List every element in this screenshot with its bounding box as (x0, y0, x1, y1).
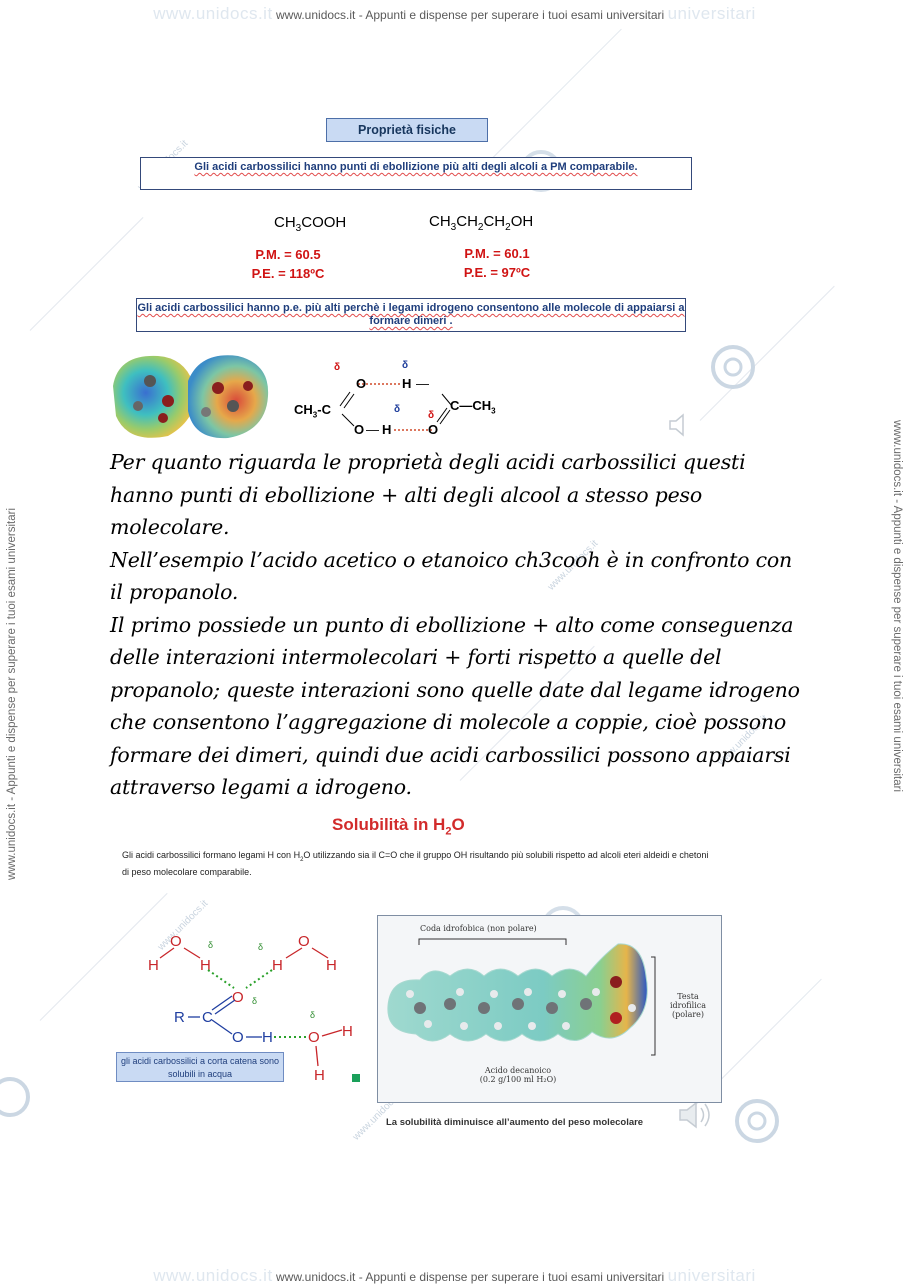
svg-text:H: H (314, 1067, 325, 1084)
hydrogen-label: H (382, 422, 392, 437)
svg-text:δ: δ (252, 996, 257, 1006)
note-box-dimers: Gli acidi carbossilici hanno p.e. più al… (136, 298, 686, 332)
note-paragraph: Il primo possiede un punto di ebollizion… (110, 612, 800, 800)
section-title-box: Proprietà fisiche (326, 118, 488, 142)
svg-text:C: C (202, 1009, 213, 1026)
right-watermark: www.unidocs.it - Appunti e dispense per … (889, 420, 903, 890)
head-label: Testa idrofilica (polare) (669, 992, 707, 1019)
oxygen-label: O (356, 376, 367, 391)
oxygen-label: O (354, 422, 365, 437)
svg-text:O: O (170, 933, 182, 950)
tail-label: Coda idrofobica (non polare) (420, 924, 537, 933)
dimer-bonds (339, 383, 453, 431)
props-propanol: P.M. = 60.1 P.E. = 97ºC (447, 244, 547, 282)
svg-text:H: H (272, 957, 283, 974)
note-paragraph: Per quanto riguarda le proprietà degli a… (110, 450, 746, 539)
note-paragraph: Nell’esempio l’acido acetico o etanoico … (110, 547, 793, 605)
watermark-ghost-left: www.unidocs.it (153, 4, 273, 23)
svg-text:δ: δ (258, 942, 263, 952)
watermark-line (29, 217, 144, 331)
oxygen-label: O (428, 422, 439, 437)
solubility-text: Gli acidi carbossilici formano legami H … (122, 850, 709, 877)
delta-plus-label: δ (402, 360, 409, 371)
dimer-structure-diagram: δ δ O H — CH3-C C—CH3 O — H δ δ O (292, 356, 522, 446)
left-watermark: www.unidocs.it - Appunti e dispense per … (6, 320, 20, 880)
delta-plus-label: δ (394, 404, 401, 415)
handwritten-notes: Per quanto riguarda le proprietà degli a… (110, 446, 810, 804)
dimer-potential-map-image (113, 355, 269, 439)
formula-acetic-acid: CH3COOH (274, 214, 347, 234)
green-square-icon (352, 1074, 360, 1082)
formula-propanol: CH3CH2CH2OH (429, 213, 534, 233)
bond-dash: — (416, 376, 429, 391)
svg-text:O: O (308, 1029, 320, 1046)
watermark-ghost-left: www.unidocs.it (153, 1266, 273, 1285)
svg-text:O: O (232, 989, 244, 1006)
speaker-icon (679, 1101, 710, 1129)
decanoic-acid-figure: Coda idrofobica (non polare) Testa idrof… (377, 915, 722, 1103)
svg-text:δ: δ (208, 940, 213, 950)
watermark-text: www.unidocs.it - Appunti e dispense per … (276, 1270, 665, 1284)
svg-text:H: H (148, 957, 159, 974)
decanoic-name: Acido decanoico (0.2 g/100 ml H₂O) (479, 1066, 557, 1084)
molecular-weight: P.M. = 60.5 (255, 247, 321, 262)
svg-text:O: O (298, 933, 310, 950)
boiling-point: P.E. = 118ºC (251, 266, 325, 281)
tail-bracket (418, 938, 567, 945)
svg-text:H: H (262, 1029, 273, 1046)
delta-minus-label: δ (334, 362, 341, 373)
svg-text:H: H (326, 957, 337, 974)
speaker-icon (669, 413, 684, 437)
svg-text:O: O (232, 1029, 244, 1046)
watermark-ghost-right: universitari (667, 4, 756, 23)
molecular-weight-caption: La solubilità diminuisce all’aumento del… (386, 1117, 644, 1128)
svg-text:δ: δ (310, 1010, 315, 1020)
molecular-weight: P.M. = 60.1 (464, 246, 530, 261)
watermark-text: www.unidocs.it - Appunti e dispense per … (891, 420, 903, 793)
short-chain-caption: gli acidi carbossilici a corta catena so… (116, 1052, 284, 1082)
props-acetic-acid: P.M. = 60.5 P.E. = 118ºC (238, 245, 338, 283)
svg-text:H: H (342, 1023, 353, 1040)
unidocs-logo-icon (0, 1077, 30, 1117)
header-watermark: www.unidocs.it www.unidocs.it - Appunti … (0, 4, 909, 24)
watermark-text: www.unidocs.it - Appunti e dispense per … (276, 8, 665, 22)
methyl-left-label: CH3-C (294, 402, 331, 420)
head-bracket (651, 956, 656, 1056)
delta-minus-label: δ (428, 410, 435, 421)
footer-watermark: www.unidocs.it www.unidocs.it - Appunti … (0, 1266, 909, 1286)
watermark-text: www.unidocs.it - Appunti e dispense per … (6, 507, 18, 880)
hydrogen-label: H (402, 376, 412, 391)
watermark-ghost-right: universitari (667, 1266, 756, 1285)
bond-dash: — (366, 422, 379, 437)
note-box-boiling: Gli acidi carbossilici hanno punti di eb… (140, 157, 692, 190)
methyl-right-label: C—CH3 (450, 398, 496, 416)
decanoic-acid-model-image (387, 943, 648, 1042)
boiling-point: P.E. = 97ºC (463, 265, 531, 280)
svg-text:H: H (200, 957, 211, 974)
svg-text:R: R (174, 1009, 185, 1026)
unidocs-logo-icon (711, 345, 755, 389)
solubility-title: Solubilità in H2O (332, 815, 465, 838)
unidocs-logo-icon (735, 1099, 779, 1143)
